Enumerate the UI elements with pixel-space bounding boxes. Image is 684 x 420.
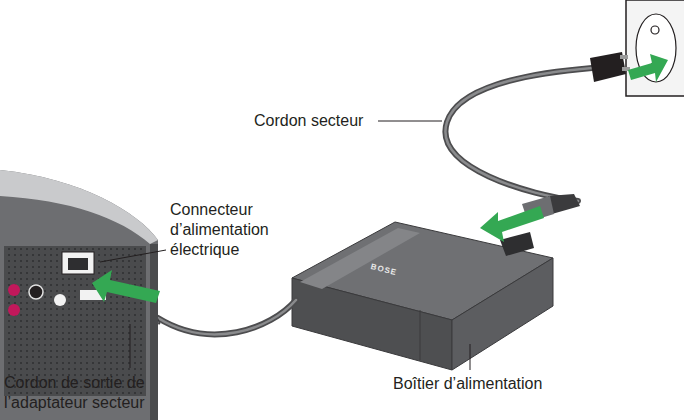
drawing-part: [628, 54, 668, 82]
drawing-part: [8, 304, 20, 316]
drawing-part: [158, 300, 296, 334]
drawing-part: [620, 55, 628, 59]
drawing-part: [470, 344, 471, 370]
wall-outlet: [626, 0, 684, 96]
drawing-part: [378, 121, 442, 122]
part-label: Cordon de sortie de l’adaptateur secteur: [4, 373, 169, 413]
drawing-part: [68, 258, 88, 270]
drawing-part: [626, 0, 684, 96]
drawing-part: [420, 310, 421, 360]
drawing-part: [92, 270, 160, 303]
drawing-part: [445, 68, 592, 201]
drawing-part: [100, 250, 166, 262]
drawing-part: [130, 324, 131, 368]
drawing-part: [651, 26, 659, 34]
part-label: Cordon secteur: [254, 111, 384, 131]
drawing-part: [158, 300, 296, 334]
mains-cord: [445, 52, 630, 222]
leader-line: [100, 121, 470, 370]
drawing-part: [292, 278, 452, 370]
power-supply-box: [292, 222, 553, 370]
drawing-part: [62, 252, 94, 274]
drawing-part: [0, 170, 158, 244]
drawing-part: [4, 246, 146, 396]
drawing-part: [54, 294, 66, 306]
drawing-part: [445, 68, 592, 201]
drawing-part: [480, 206, 544, 242]
drawing-part: [300, 228, 420, 289]
drawing-part: [29, 285, 43, 299]
part-label: Connecteur d’alimentation électrique: [170, 200, 295, 260]
drawing-part: [500, 232, 534, 256]
drawing-part: [8, 284, 20, 296]
drawing-part: [452, 258, 553, 370]
part-label: Boîtier d’alimentation: [393, 374, 573, 394]
drawing-part: [150, 244, 158, 420]
insert-arrow: [92, 54, 668, 303]
